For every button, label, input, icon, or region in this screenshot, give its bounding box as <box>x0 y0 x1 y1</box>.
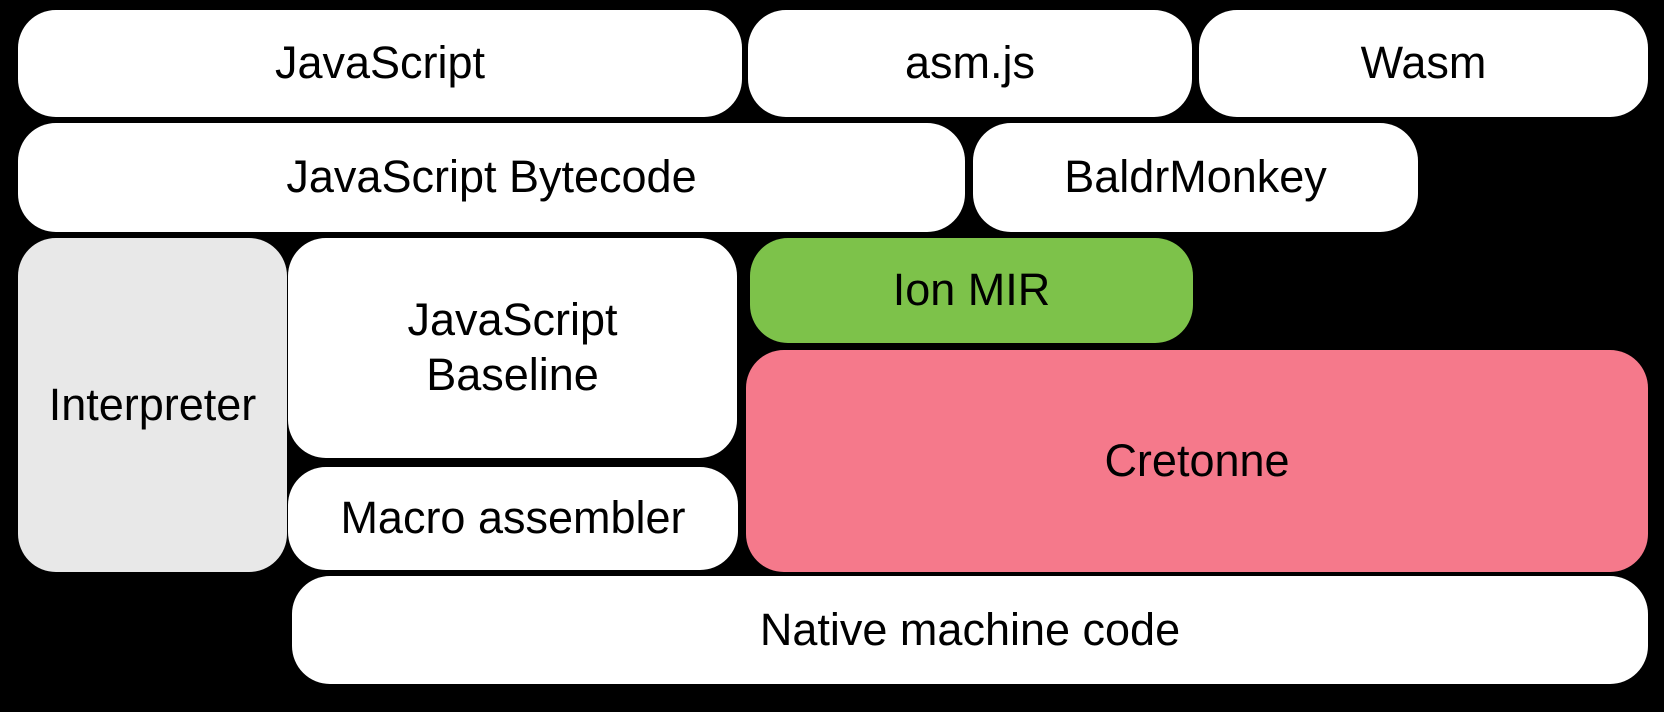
box-interpreter-label: Interpreter <box>48 378 257 430</box>
box-baldrmonkey: BaldrMonkey <box>973 123 1418 232</box>
box-cretonne: Cretonne <box>746 350 1648 572</box>
box-wasm-label: Wasm <box>1360 37 1487 89</box>
box-ion-mir-label: Ion MIR <box>892 264 1051 316</box>
box-macro-assembler: Macro assembler <box>288 467 738 570</box>
box-native-machine-code-label: Native machine code <box>759 603 1181 655</box>
box-javascript-baseline-label: JavaScript Baseline <box>407 294 618 400</box>
box-javascript-bytecode: JavaScript Bytecode <box>18 123 965 232</box>
box-javascript-bytecode-label: JavaScript Bytecode <box>286 151 697 203</box>
box-asmjs-label: asm.js <box>904 37 1035 89</box>
box-interpreter: Interpreter <box>18 238 287 572</box>
box-macro-assembler-label: Macro assembler <box>340 492 686 544</box>
box-ion-mir: Ion MIR <box>750 238 1193 343</box>
box-javascript-label: JavaScript <box>274 37 486 89</box>
box-asmjs: asm.js <box>748 10 1192 117</box>
box-baldrmonkey-label: BaldrMonkey <box>1064 151 1327 203</box>
box-javascript: JavaScript <box>18 10 742 117</box>
box-native-machine-code: Native machine code <box>292 576 1648 684</box>
box-javascript-baseline: JavaScript Baseline <box>288 238 737 458</box>
box-cretonne-label: Cretonne <box>1104 434 1290 486</box>
box-wasm: Wasm <box>1199 10 1648 117</box>
